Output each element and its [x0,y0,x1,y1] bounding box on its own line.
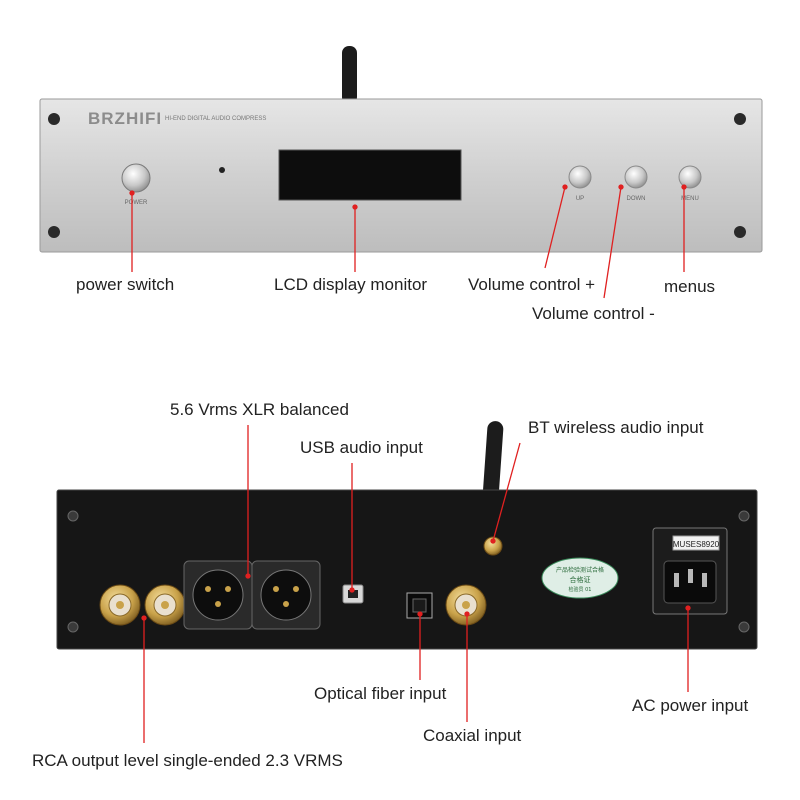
front-subtitle: HI-END DIGITAL AUDIO COMPRESS [165,116,266,122]
rear-antenna [482,421,504,503]
callout-lcd-display: LCD display monitor [274,275,428,294]
callout-usb-input: USB audio input [300,438,423,457]
sticker-line-3: 检验员 01 [569,586,592,593]
volume-down-button[interactable] [624,165,648,189]
menu-button-label: MENU [681,196,699,202]
rca-output-right[interactable] [144,584,186,626]
indicator-led [219,167,225,173]
fuse-label: MUSES8920 [673,540,720,549]
lcd-display [278,149,462,201]
front-panel-screws [48,113,746,238]
rear-callout-lines [141,425,691,743]
rear-panel-screws [67,510,750,633]
menu-button[interactable] [678,165,702,189]
sticker-line-1: 产品检验测试合格 [556,566,604,574]
up-button-label: UP [576,196,584,202]
front-callout-lines [129,184,687,299]
rca-output-left[interactable] [99,584,141,626]
xlr-output-right[interactable] [251,560,321,630]
callout-ac-power-input: AC power input [632,696,749,715]
xlr-output-left[interactable] [183,560,253,630]
callout-power-switch: power switch [76,275,175,294]
bt-antenna-connector[interactable] [483,536,503,556]
usb-input-port[interactable] [342,584,364,604]
callout-volume-down: Volume control - [532,304,655,323]
front-antenna [342,46,357,104]
callout-coaxial-input: Coaxial input [423,726,522,745]
ac-power-inlet[interactable]: MUSES8920 [652,527,728,615]
callout-bt-input: BT wireless audio input [528,418,704,437]
callout-xlr-balanced: 5.6 Vrms XLR balanced [170,400,349,419]
power-switch-button[interactable] [121,163,151,193]
coaxial-input-port[interactable] [445,584,487,626]
callout-menus: menus [664,277,716,296]
down-button-label: DOWN [627,196,646,202]
callout-rca-output: RCA output level single-ended 2.3 VRMS [32,751,343,770]
callout-optical-input: Optical fiber input [314,684,447,703]
power-label: POWER [125,200,148,206]
sticker-line-2: 合格证 [570,575,591,584]
callout-volume-up: Volume control + [468,275,596,294]
brand-logo: BRZHIFI [88,109,162,128]
volume-up-button[interactable] [568,165,592,189]
qc-sticker: 产品检验测试合格 合格证 检验员 01 [541,557,619,599]
